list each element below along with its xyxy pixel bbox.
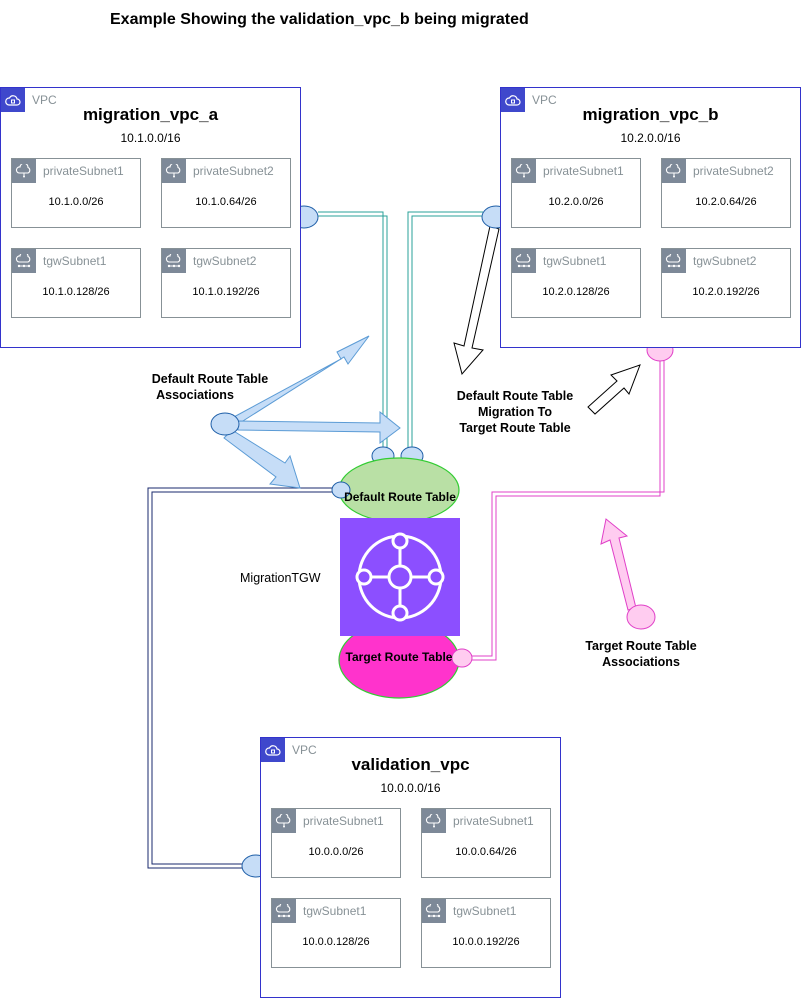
default-rt-port-3 xyxy=(331,481,351,499)
association-arrow-up xyxy=(231,335,370,427)
migration-line1: Default Route Table xyxy=(456,389,574,403)
private-subnet-icon xyxy=(12,159,36,183)
diagram-title: Example Showing the validation_vpc_b bei… xyxy=(110,11,529,28)
subnet-cidr: 10.0.0.192/26 xyxy=(452,936,520,948)
vpc-tag: VPC xyxy=(292,743,317,757)
vpc-cloud-icon xyxy=(501,88,525,112)
default-association-line1: Default Route Table xyxy=(151,372,269,386)
default-association-arrows xyxy=(223,335,401,489)
subnet-card[interactable]: privateSubnet1 10.0.0.64/26 xyxy=(421,808,551,878)
validation-vpc-connector xyxy=(147,487,338,869)
subnet-name: tgwSubnet2 xyxy=(693,254,757,268)
subnet-cidr: 10.1.0.192/26 xyxy=(192,286,260,298)
default-association-label: Default Route Table Associations xyxy=(140,371,280,403)
subnet-card[interactable]: privateSubnet1 10.0.0.0/26 xyxy=(271,808,401,878)
subnet-cidr: 10.2.0.192/26 xyxy=(692,286,760,298)
subnet-name: privateSubnet1 xyxy=(43,164,124,178)
subnet-cidr: 10.1.0.0/26 xyxy=(48,196,104,208)
subnet-name: tgwSubnet1 xyxy=(453,904,517,918)
vpc-name: migration_vpc_b xyxy=(582,105,719,124)
subnet-name: privateSubnet2 xyxy=(193,164,274,178)
tgw-subnet-icon xyxy=(422,899,446,923)
tgw-subnet-icon xyxy=(662,249,686,273)
vpc-cidr: 10.0.0.0/16 xyxy=(380,781,441,795)
subnet-card[interactable]: tgwSubnet1 10.1.0.128/26 xyxy=(11,248,141,318)
vpc-name: validation_vpc xyxy=(351,755,470,774)
subnet-cidr: 10.1.0.128/26 xyxy=(42,286,110,298)
subnet-name: tgwSubnet2 xyxy=(193,254,257,268)
subnet-name: privateSubnet1 xyxy=(543,164,624,178)
tgw-subnet-icon xyxy=(12,249,36,273)
vpc-validation[interactable]: VPC validation_vpc 10.0.0.0/16 privateSu… xyxy=(260,737,561,998)
subnet-cidr: 10.2.0.0/26 xyxy=(548,196,604,208)
subnet-card[interactable]: privateSubnet2 10.2.0.64/26 xyxy=(661,158,791,228)
subnet-name: privateSubnet1 xyxy=(303,814,384,828)
subnet-cidr: 10.0.0.128/26 xyxy=(302,936,370,948)
default-rt-label: Default Route Table xyxy=(344,490,456,504)
target-association-line2: Associations xyxy=(602,655,680,669)
vpc-tag: VPC xyxy=(532,93,557,107)
subnet-name: privateSubnet2 xyxy=(693,164,774,178)
vpc-cidr: 10.1.0.0/16 xyxy=(120,131,181,145)
private-subnet-icon xyxy=(162,159,186,183)
default-association-line2: Associations xyxy=(156,388,234,402)
migration-line3: Target Route Table xyxy=(459,421,571,435)
subnet-card[interactable]: privateSubnet1 10.1.0.0/26 xyxy=(11,158,141,228)
private-subnet-icon xyxy=(512,159,536,183)
target-association-line1: Target Route Table xyxy=(585,639,697,653)
tgw-subnet-icon xyxy=(162,249,186,273)
target-association-arrow xyxy=(600,518,637,611)
subnet-cidr: 10.2.0.64/26 xyxy=(695,196,757,208)
subnet-card[interactable]: privateSubnet1 10.2.0.0/26 xyxy=(511,158,641,228)
subnet-card[interactable]: privateSubnet2 10.1.0.64/26 xyxy=(161,158,291,228)
subnet-card[interactable]: tgwSubnet1 10.0.0.128/26 xyxy=(271,898,401,968)
subnet-name: tgwSubnet1 xyxy=(543,254,607,268)
migration-line2: Migration To xyxy=(477,405,553,419)
migration-label: Default Route Table Migration To Target … xyxy=(440,388,590,436)
subnet-name: tgwSubnet1 xyxy=(43,254,107,268)
subnet-name: tgwSubnet1 xyxy=(303,904,367,918)
vpc-cloud-icon xyxy=(1,88,25,112)
target-rt-connector xyxy=(472,358,665,661)
transit-gateway[interactable] xyxy=(340,518,460,636)
subnet-card[interactable]: tgwSubnet2 10.2.0.192/26 xyxy=(661,248,791,318)
transit-gateway-icon xyxy=(355,532,445,622)
default-association-source xyxy=(210,412,240,436)
subnet-card[interactable]: tgwSubnet1 10.2.0.128/26 xyxy=(511,248,641,318)
vpc-name: migration_vpc_a xyxy=(82,105,219,124)
private-subnet-icon xyxy=(662,159,686,183)
tgw-subnet-icon xyxy=(272,899,296,923)
subnet-cidr: 10.2.0.128/26 xyxy=(542,286,610,298)
vpc-migration-a[interactable]: VPC migration_vpc_a 10.1.0.0/16 privateS… xyxy=(0,87,301,348)
private-subnet-icon xyxy=(422,809,446,833)
subnet-cidr: 10.0.0.0/26 xyxy=(308,846,364,858)
target-rt-port xyxy=(451,648,473,668)
subnet-cidr: 10.0.0.64/26 xyxy=(455,846,517,858)
subnet-card[interactable]: tgwSubnet2 10.1.0.192/26 xyxy=(161,248,291,318)
target-association-label: Target Route Table Associations xyxy=(566,638,716,670)
migration-arrow-down xyxy=(453,225,500,376)
association-arrow-right xyxy=(237,410,401,444)
subnet-name: privateSubnet1 xyxy=(453,814,534,828)
vpc-a-connector xyxy=(318,211,388,452)
association-arrow-down xyxy=(223,429,301,489)
target-rt-label: Target Route Table xyxy=(346,650,453,664)
subnet-card[interactable]: tgwSubnet1 10.0.0.192/26 xyxy=(421,898,551,968)
migration-arrow-up xyxy=(587,364,641,415)
tgw-subnet-icon xyxy=(512,249,536,273)
vpc-cloud-icon xyxy=(261,738,285,762)
vpc-b-connector xyxy=(407,211,483,452)
transit-gateway-label: MigrationTGW xyxy=(240,571,321,585)
vpc-migration-b[interactable]: VPC migration_vpc_b 10.2.0.0/16 privateS… xyxy=(500,87,801,348)
private-subnet-icon xyxy=(272,809,296,833)
subnet-cidr: 10.1.0.64/26 xyxy=(195,196,257,208)
vpc-tag: VPC xyxy=(32,93,57,107)
vpc-cidr: 10.2.0.0/16 xyxy=(620,131,681,145)
target-association-source xyxy=(626,604,656,630)
